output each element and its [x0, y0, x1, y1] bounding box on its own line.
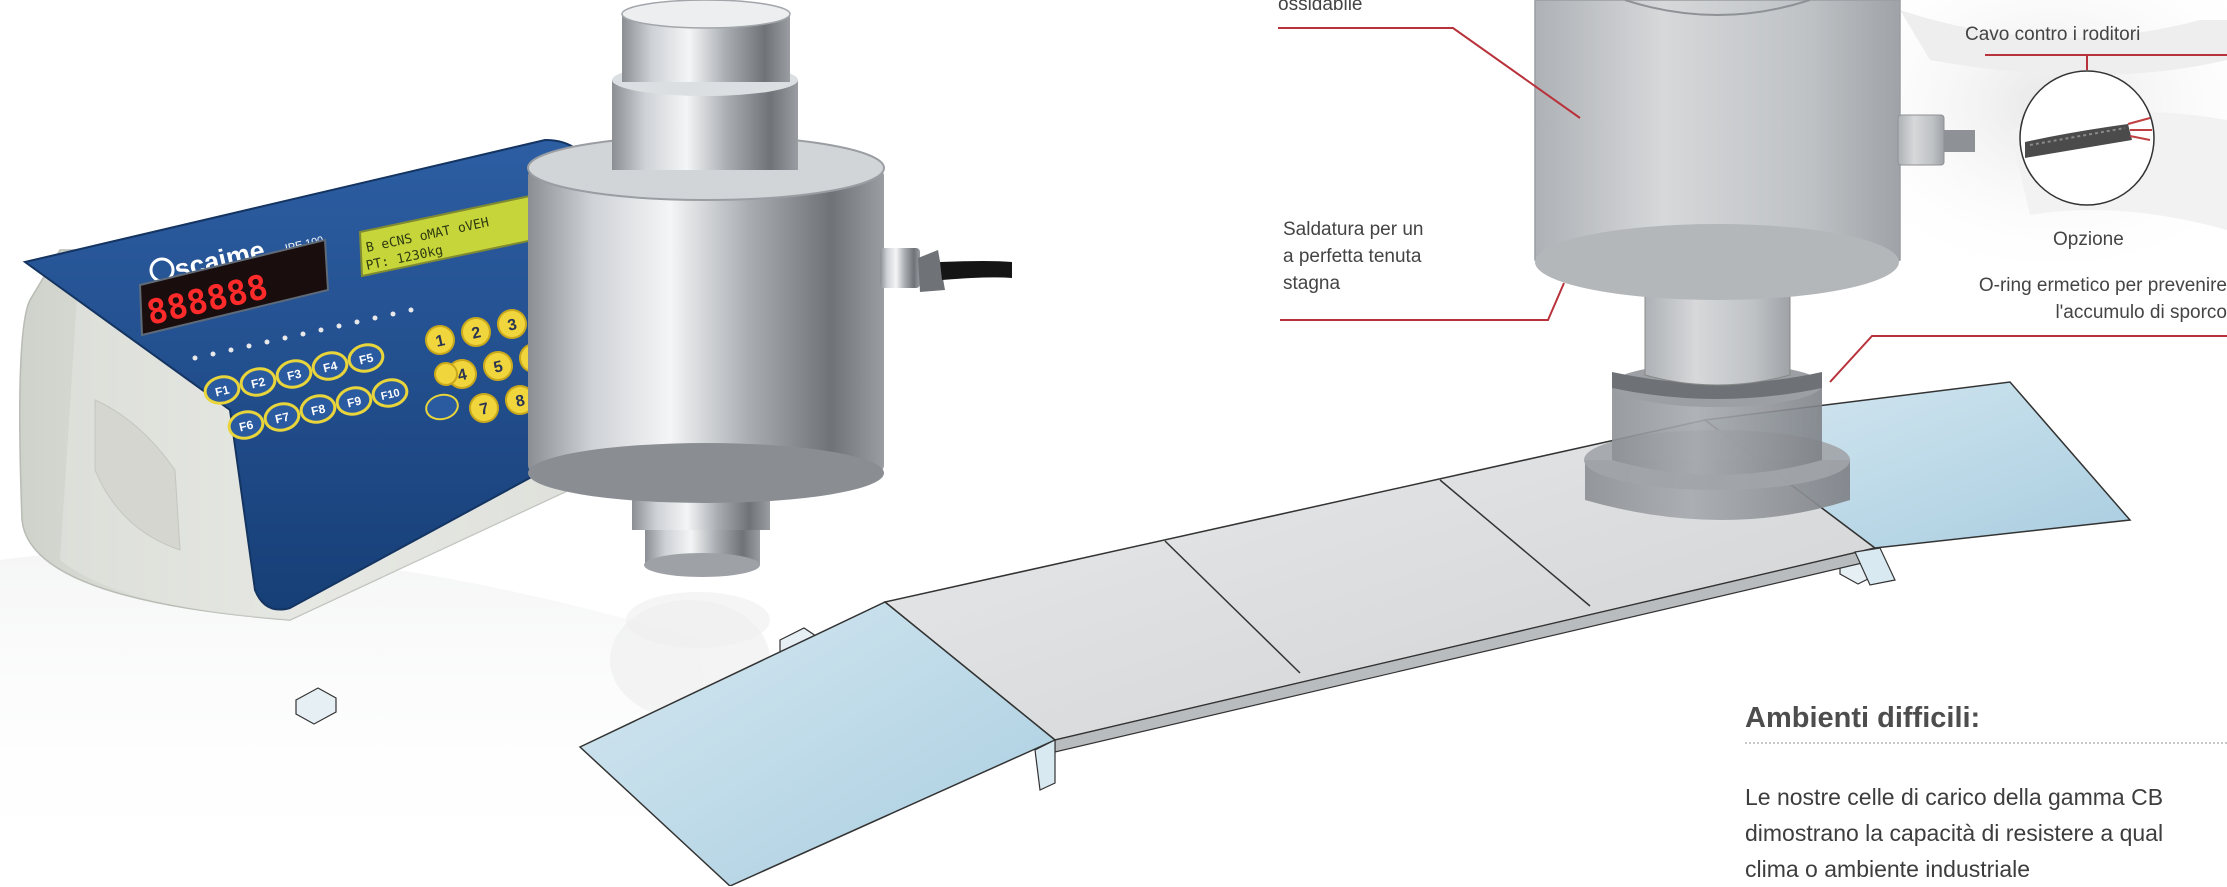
callout-option-text: Opzione [2053, 229, 2124, 250]
key-5[interactable] [481, 349, 515, 383]
callout-stainless: ossidabile [1278, 0, 1363, 18]
f2-key-label: F2 [250, 375, 267, 392]
function-keys-row-2: F6 F7 F8 F9 F10 [227, 377, 410, 442]
callout-leaders [1278, 27, 2227, 383]
key-7[interactable] [467, 391, 501, 425]
key-enter[interactable] [424, 392, 461, 423]
key-8-label: 8 [514, 392, 527, 411]
cable [940, 261, 1012, 280]
f8-key[interactable] [299, 393, 338, 426]
key-7-label: 7 [478, 400, 491, 419]
function-keys-row-1: F1 F2 F3 F4 F5 [203, 342, 386, 407]
paragraph-line-2: dimostrano la capacità di resistere a qu… [1745, 820, 2164, 846]
f7-key[interactable] [263, 401, 302, 434]
key-3-label: 3 [506, 316, 519, 335]
f6-key-label: F6 [238, 418, 255, 435]
f7-key-label: F7 [274, 410, 291, 427]
f8-key-label: F8 [310, 402, 327, 419]
f9-key-label: F9 [346, 394, 363, 411]
callout-weld-line-1: Saldatura per un [1283, 219, 1424, 240]
f10-key-label: F10 [380, 387, 401, 403]
callout-weld-line-3: stagna [1283, 273, 1341, 294]
key-2[interactable] [459, 315, 493, 349]
status-led-row [192, 307, 414, 361]
key-dot[interactable] [433, 361, 459, 387]
heading-divider [1745, 742, 2227, 744]
key-2-label: 2 [470, 324, 483, 343]
paragraph-line-3: clima o ambiente industriale [1745, 856, 2031, 882]
f3-key-label: F3 [286, 367, 303, 384]
key-1-label: 1 [434, 332, 447, 351]
f1-key[interactable] [203, 374, 242, 407]
callout-weld-line-2: a perfetta tenuta [1283, 246, 1422, 267]
callout-oring-line-1: O-ring ermetico per prevenire [1978, 275, 2227, 296]
f1-key-label: F1 [214, 383, 231, 400]
key-3[interactable] [495, 307, 529, 341]
callout-stainless-text: ossidabile [1278, 0, 1363, 15]
f10-key[interactable] [371, 377, 410, 410]
f5-key-label: F5 [358, 351, 375, 368]
cable-detail-inset [2019, 70, 2155, 206]
callout-cable-text: Cavo contro i roditori [1965, 24, 2141, 45]
key-4-label: 4 [456, 366, 469, 385]
compression-load-cell-drawing [1534, 0, 1975, 520]
f9-key[interactable] [335, 385, 374, 418]
callout-cable: Cavo contro i roditori [1965, 21, 2140, 48]
paragraph-line-1: Le nostre celle di carico della gamma CB [1745, 784, 2164, 810]
key-1[interactable] [423, 323, 457, 357]
f4-key-label: F4 [322, 359, 339, 376]
steel-load-cell [527, 0, 1012, 648]
f5-key[interactable] [347, 342, 386, 375]
callout-oring-line-2: l'accumulo di sporco [2055, 302, 2227, 323]
f3-key[interactable] [275, 358, 314, 391]
f6-key[interactable] [227, 409, 266, 442]
callout-oring: O-ring ermetico per prevenire l'accumulo… [1960, 272, 2227, 326]
weighing-indicator: scaime IPE 100 888888 B eCNS oMAT oVEH P… [19, 138, 613, 621]
section-paragraph: Le nostre celle di carico della gamma CB… [1745, 779, 2227, 887]
callout-option: Opzione [2053, 226, 2124, 253]
f2-key[interactable] [239, 366, 278, 399]
f4-key[interactable] [311, 350, 350, 383]
section-heading: Ambienti difficili: [1745, 702, 1981, 734]
callout-weld: Saldatura per un a perfetta tenuta stagn… [1283, 216, 1483, 297]
key-5-label: 5 [492, 358, 505, 377]
led-display [138, 238, 330, 337]
